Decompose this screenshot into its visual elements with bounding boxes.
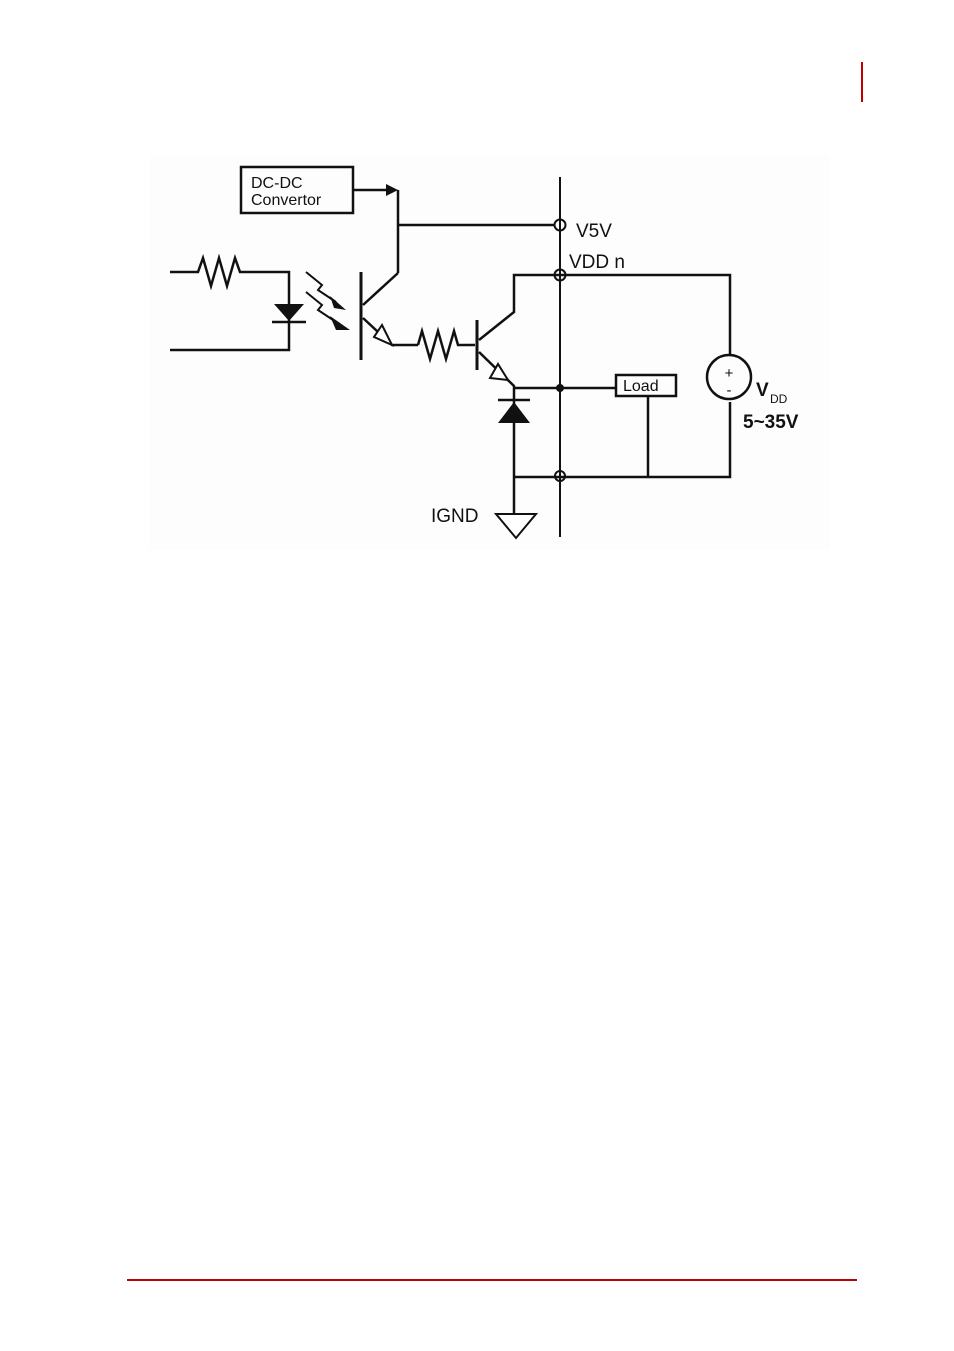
source-minus-label: - [722,383,736,398]
input-led-diode [274,304,304,321]
dcdc-label-line1: DC-DC [251,175,303,192]
flyback-diode [498,402,530,423]
source-symbol-sub: DD [770,393,787,405]
v5v-label: V5V [576,222,612,241]
dcdc-arrowhead [386,184,398,196]
dcdc-label-line2: Convertor [251,192,321,209]
output-transistor-collector [479,275,730,355]
ground-bus [514,402,730,477]
circuit-schematic [149,155,830,550]
circuit-diagram: DC-DC Convertor V5V VDD n Load + - V DD … [149,155,830,550]
source-range-label: 5~35V [743,413,798,432]
vddn-label: VDD n [569,253,625,272]
phototransistor-collector [363,273,398,305]
source-plus-label: + [722,366,736,381]
base-resistor [418,331,475,359]
source-symbol-main: V [756,381,769,400]
load-label: Load [623,379,659,395]
phototransistor-emitter-arrow [374,325,392,345]
input-resistor [170,258,289,350]
header-accent-line [861,62,863,102]
ground-symbol [496,514,536,538]
footer-rule [127,1279,857,1281]
ignd-label: IGND [431,507,479,526]
